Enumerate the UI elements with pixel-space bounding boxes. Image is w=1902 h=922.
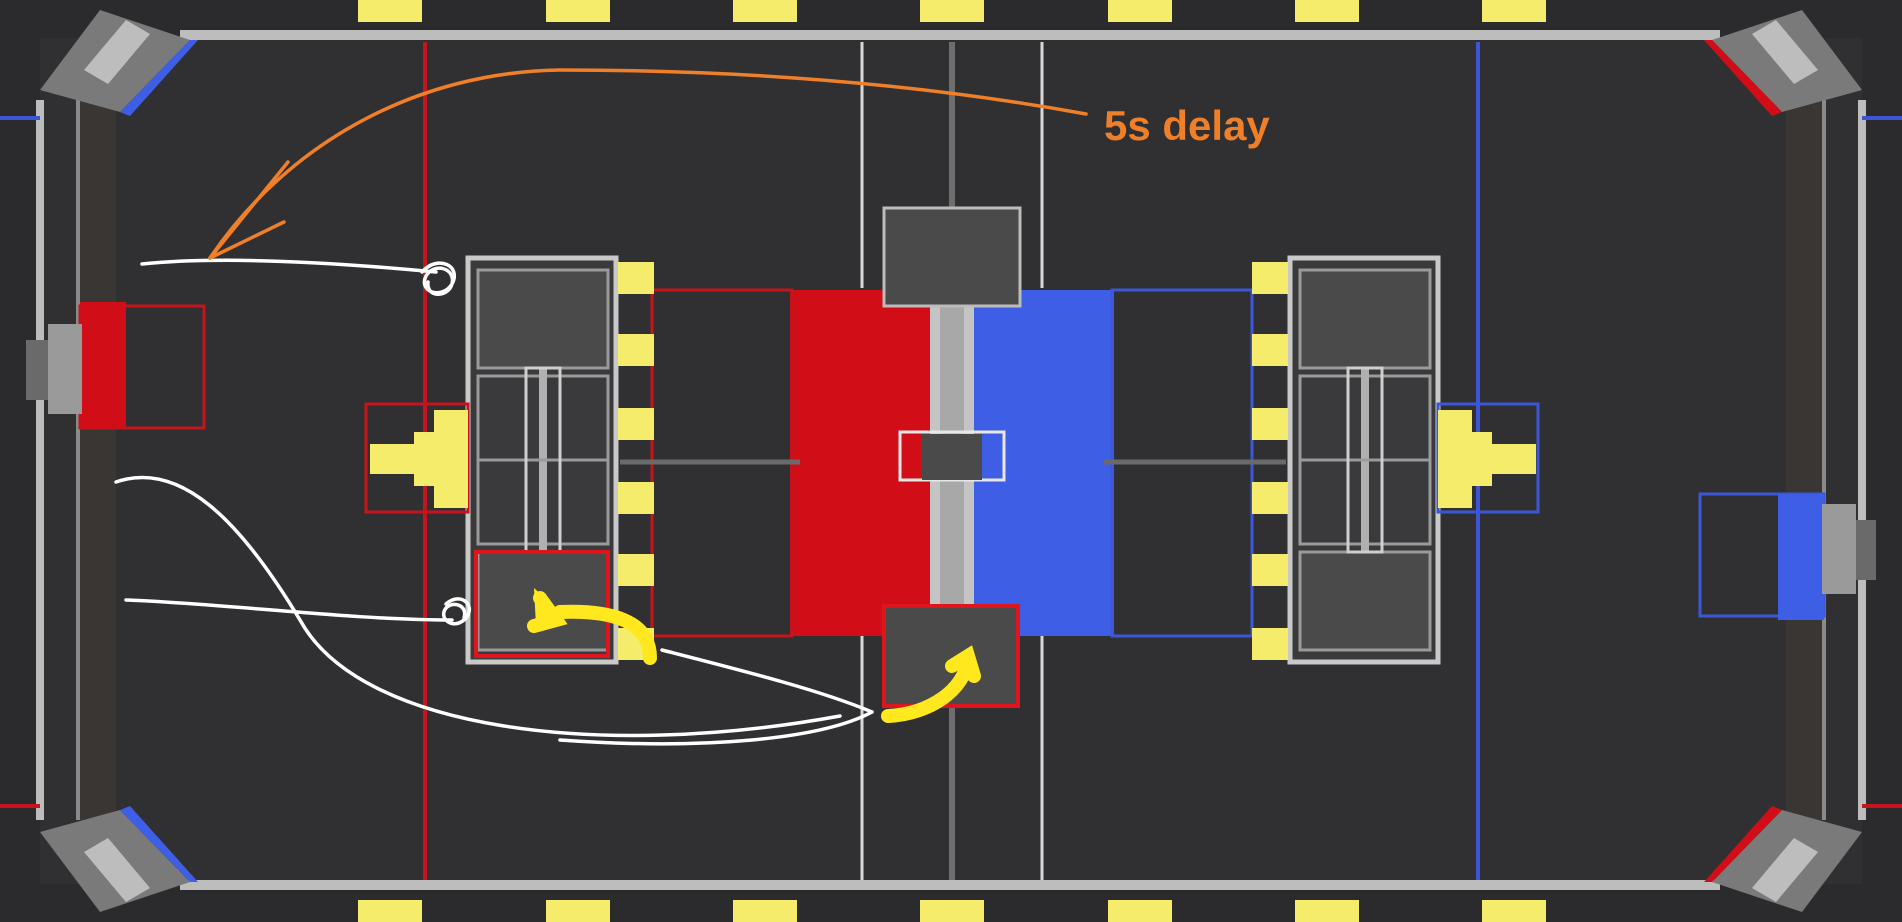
blue-switch-yellow-plates: [1252, 262, 1288, 660]
top-yellow-markers: [358, 0, 1546, 22]
delay-arrow: [208, 68, 1088, 260]
red-switch-yellow-plates: [618, 262, 654, 660]
center-top-box: [882, 206, 1022, 308]
yellow-arrowhead-1: [534, 588, 560, 626]
delay-label: 5s delay: [1104, 102, 1270, 149]
perimeter-rails: [36, 30, 1866, 890]
corner-portals: [40, 10, 1862, 912]
red-switch: [465, 255, 619, 665]
center-bottom-highlight: [882, 604, 1020, 708]
blue-switch: [1287, 255, 1441, 665]
bottom-yellow-markers: [358, 900, 1546, 922]
robot-paths: [114, 258, 874, 746]
center-pivot: [922, 434, 982, 480]
red-ramp: [370, 410, 468, 508]
red-platform: [790, 290, 934, 636]
blue-ramp: [1438, 410, 1536, 508]
blue-platform: [970, 290, 1114, 636]
red-switch-plate-highlight: [474, 550, 610, 658]
